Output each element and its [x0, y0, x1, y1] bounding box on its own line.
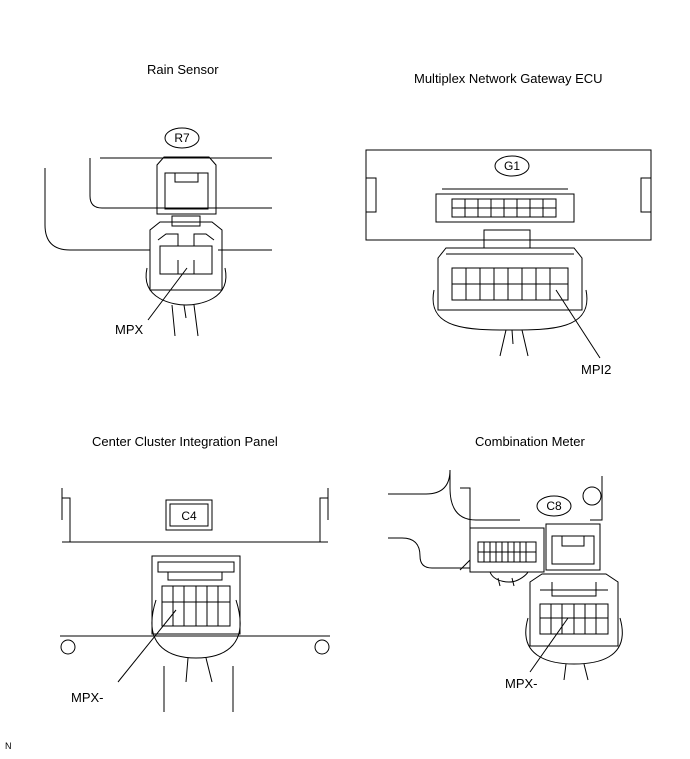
combination-meter-aux-connector: [470, 528, 544, 572]
center-cluster-code: C4: [181, 509, 197, 523]
gateway-ecu-code: G1: [504, 159, 520, 173]
rain-sensor-harness: [146, 268, 226, 305]
rain-sensor-plug: [150, 222, 222, 290]
combination-meter-code-bubble: [537, 496, 571, 516]
rain-sensor-receptacle: [157, 157, 216, 214]
combination-meter-plug: [530, 574, 618, 646]
combination-meter-panel: [388, 470, 622, 680]
combination-meter-receptacle: [546, 524, 600, 570]
center-cluster-harness: [152, 600, 240, 658]
combination-meter-code: C8: [546, 499, 562, 513]
gateway-ecu-body: [366, 150, 651, 240]
gateway-ecu-terminal-label: MPI2: [581, 362, 612, 377]
combination-meter-title: Combination Meter: [475, 434, 585, 449]
rain-sensor-code-bubble: [165, 128, 199, 148]
center-cluster-panel: [60, 488, 330, 712]
center-cluster-title: Center Cluster Integration Panel: [92, 434, 278, 449]
corner-mark: N: [5, 741, 12, 751]
gateway-ecu-code-bubble: [495, 156, 529, 176]
combination-meter-harness: [526, 618, 623, 664]
rain-sensor-panel: [45, 128, 272, 336]
rain-sensor-terminal-label: MPX: [115, 322, 144, 337]
combination-meter-terminal-label: MPX-: [505, 676, 538, 691]
rain-sensor-title: Rain Sensor: [147, 62, 219, 77]
gateway-ecu-title: Multiplex Network Gateway ECU: [414, 71, 603, 86]
center-cluster-receptacle: [166, 500, 212, 530]
center-cluster-terminal-label: MPX-: [71, 690, 104, 705]
gateway-ecu-panel: [366, 150, 651, 358]
center-cluster-body: [62, 488, 328, 542]
gateway-ecu-harness: [433, 290, 587, 330]
gateway-ecu-receptacle: [436, 194, 574, 222]
rain-sensor-code: R7: [174, 131, 190, 145]
gateway-ecu-plug: [438, 248, 582, 310]
center-cluster-plug: [152, 556, 240, 634]
